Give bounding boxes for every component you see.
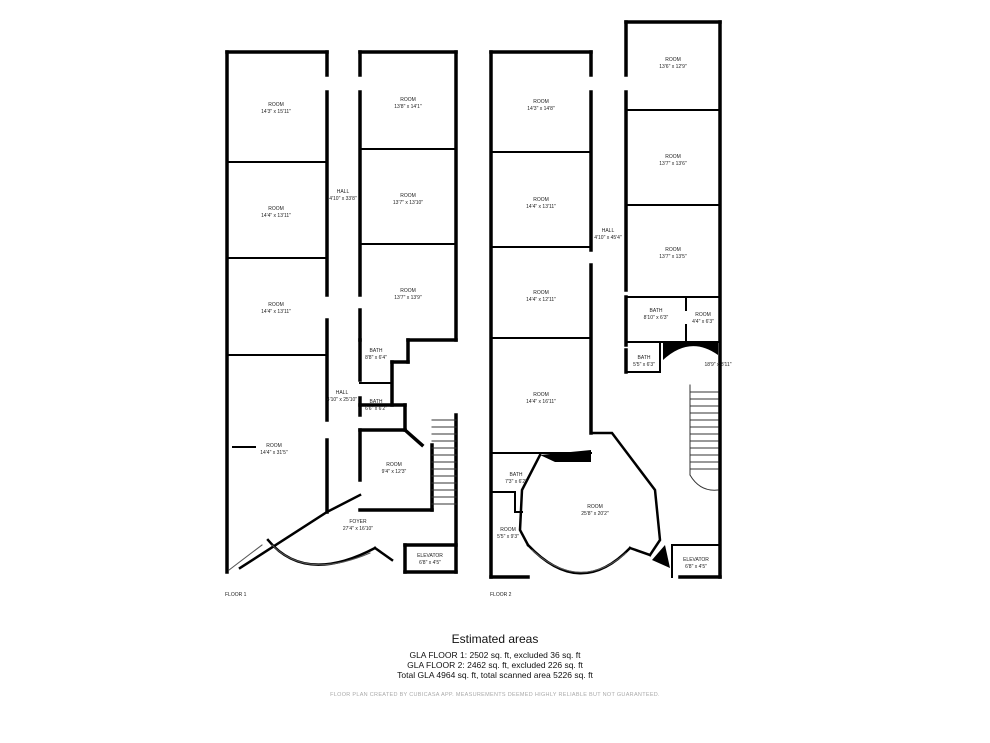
room-label: ROOM [386, 462, 402, 468]
room-label: ROOM [400, 97, 416, 103]
bath-label: BATH [650, 308, 663, 314]
bath-dims: 8'10" x 6'3" [644, 315, 669, 321]
floor-1-label: FLOOR 1 [225, 592, 247, 598]
room-label: ROOM [533, 392, 549, 398]
room-label: ROOM [665, 57, 681, 63]
estimated-areas: Estimated areas GLA FLOOR 1: 2502 sq. ft… [0, 632, 990, 680]
room-dims: 4'4" x 6'3" [692, 319, 714, 325]
room-dims: 14'4" x 13'11" [261, 309, 291, 315]
floor-2-labels: ROOM 14'3" x 14'8" ROOM 14'4" x 13'11" R… [490, 57, 732, 598]
room-dims: 14'4" x 13'11" [261, 213, 291, 219]
bath-dims: 6'6" x 6'2" [365, 406, 387, 412]
floor-1-labels: ROOM 14'3" x 15'11" ROOM 14'4" x 13'11" … [225, 97, 443, 598]
gla-floor-1: GLA FLOOR 1: 2502 sq. ft, excluded 36 sq… [409, 650, 581, 660]
floor-plan-drawing: ROOM 14'3" x 15'11" ROOM 14'4" x 13'11" … [225, 20, 732, 598]
hall-dims: 4'10" x 45'4" [594, 235, 622, 241]
bath-label: BATH [510, 472, 523, 478]
room-dims: 18'9" x 8'11" [704, 362, 731, 368]
elevator-label: ELEVATOR [683, 557, 709, 563]
room-dims: 14'4" x 16'11" [526, 399, 556, 405]
room-label: ROOM [587, 504, 603, 510]
hall-dims: 4'10" x 33'8" [329, 196, 357, 202]
floor-2-plan [489, 20, 722, 579]
room-label: ROOM [500, 527, 516, 533]
room-dims: 14'3" x 14'8" [527, 106, 555, 112]
hall-label: HALL [336, 390, 349, 396]
foyer-label: FOYER [349, 519, 367, 525]
room-label: ROOM [533, 99, 549, 105]
gla-total: Total GLA 4964 sq. ft, total scanned are… [397, 670, 593, 680]
elevator-dims: 6'8" x 4'5" [685, 564, 707, 570]
bath-label: BATH [370, 399, 383, 405]
room-label: ROOM [268, 302, 284, 308]
room-label: ROOM [400, 193, 416, 199]
room-label: ROOM [268, 206, 284, 212]
room-label: ROOM [266, 443, 282, 449]
hall-label: HALL [602, 228, 615, 234]
room-label: ROOM [533, 197, 549, 203]
bath-dims: 7'3" x 6'2" [505, 479, 527, 485]
room-dims: 14'4" x 12'11" [526, 297, 556, 303]
room-dims: 13'7" x 13'9" [394, 295, 422, 301]
floor-1-plan [225, 50, 458, 574]
foyer-dims: 27'4" x 16'10" [343, 526, 373, 532]
room-dims: 13'6" x 12'9" [659, 64, 687, 70]
bath-dims: 8'8" x 6'4" [365, 355, 387, 361]
room-label: ROOM [268, 102, 284, 108]
elevator-label: ELEVATOR [417, 553, 443, 559]
room-dims: 9'4" x 12'3" [382, 469, 407, 475]
bath-label: BATH [638, 355, 651, 361]
gla-floor-2: GLA FLOOR 2: 2462 sq. ft, excluded 226 s… [407, 660, 583, 670]
hall-label: HALL [337, 189, 350, 195]
room-label: ROOM [665, 247, 681, 253]
room-dims: 14'4" x 13'11" [526, 204, 556, 210]
room-dims: 13'7" x 13'10" [393, 200, 423, 206]
room-label: ROOM [400, 288, 416, 294]
room-dims: 25'8" x 20'2" [581, 511, 609, 517]
room-dims: 13'7" x 13'6" [659, 161, 687, 167]
bath-dims: 5'5" x 6'3" [633, 362, 655, 368]
disclaimer-footer: FLOOR PLAN CREATED BY CUBICASA APP. MEAS… [330, 692, 660, 698]
room-label: ROOM [665, 154, 681, 160]
room-dims: 14'3" x 15'11" [261, 109, 291, 115]
room-dims: 5'5" x 9'3" [497, 534, 519, 540]
hall-dims: 4'10" x 25'10" [327, 397, 357, 403]
room-label: ROOM [533, 290, 549, 296]
bath-label: BATH [370, 348, 383, 354]
room-dims: 13'7" x 13'5" [659, 254, 687, 260]
room-dims: 13'8" x 14'1" [394, 104, 422, 110]
areas-title: Estimated areas [451, 632, 539, 646]
floor-2-label: FLOOR 2 [490, 592, 512, 598]
elevator-dims: 6'8" x 4'5" [419, 560, 441, 566]
room-label: ROOM [695, 312, 711, 318]
room-dims: 14'4" x 31'5" [260, 450, 288, 456]
